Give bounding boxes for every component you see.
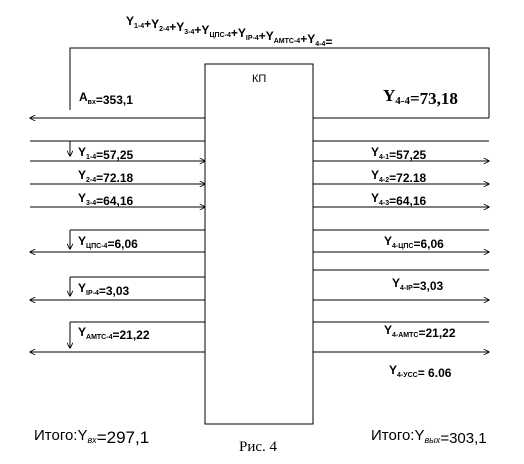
label-y4cps-out: Y4-ЦПС=6,06 [384,234,444,251]
label-y42-out: Y4-2=72.18 [371,168,427,185]
label-y4uss-out: Y4-УСС= 6.06 [389,363,452,380]
label-y44-out: Y4-4=73,18 [383,86,458,108]
label-y41-out: Y4-1=57,25 [371,145,427,162]
kp-block [204,63,314,425]
label-y43-out: Y4-3=64,16 [371,191,427,208]
feedback-loop-line [69,47,490,110]
label-yamts-in: YАМТС-4=21,22 [78,325,150,342]
header-formula: Y1-4+Y2-4+Y3-4+YЦПС-4+YIP-4+YАМТС-4+Y4-4… [126,14,332,49]
label-y4amts-out: Y4-АМТС=21,22 [384,323,456,340]
total-output: Итого:Yвых=303,1 [371,427,487,447]
total-input: Итого:Yвх=297,1 [34,427,149,447]
label-ycps-in: YЦПС-4=6,06 [78,234,138,251]
kp-block-label: КП [252,73,266,85]
label-y4ip-out: Y4-IP=3,03 [392,276,444,293]
figure-caption: Рис. 4 [239,439,278,455]
label-y2-in: Y2-4=72.18 [78,168,134,185]
label-yip-in: YIP-4=3,03 [78,281,130,298]
label-y1-in: Y1-4=57,25 [78,145,134,162]
label-y3-in: Y3-4=64,16 [78,191,134,208]
label-a-in: Авх=353,1 [79,90,133,107]
